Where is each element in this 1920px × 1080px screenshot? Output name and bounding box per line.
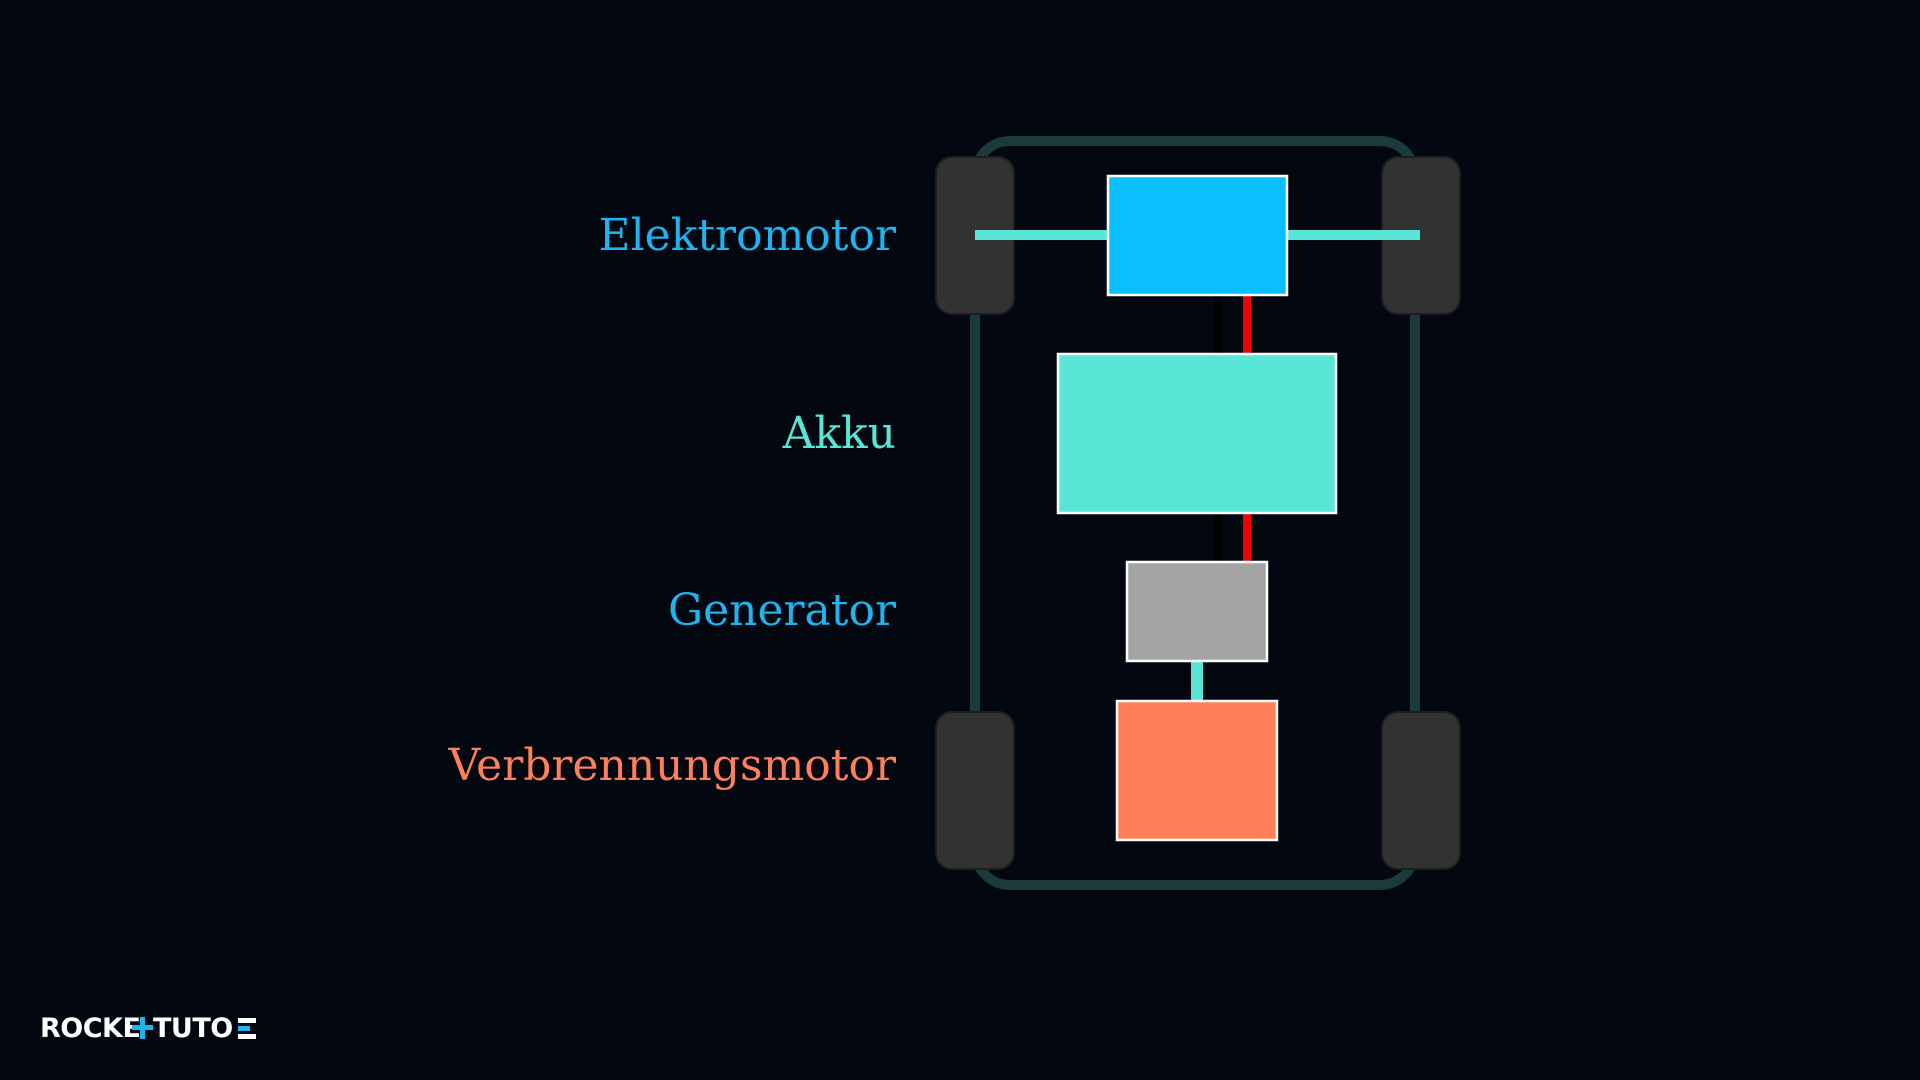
rocket-tutor-logo: ROCKE TUTO	[40, 1010, 280, 1044]
elektromotor-box	[1106, 174, 1289, 297]
arrow-r-icon	[238, 1018, 256, 1039]
elektromotor-label: Elektromotor	[598, 210, 896, 261]
logo-text-right: TUTO	[153, 1013, 233, 1044]
generator-label: Generator	[667, 585, 896, 636]
akku-box	[1056, 352, 1338, 515]
wheel-rear-right	[1381, 711, 1461, 870]
logo-text-left: ROCKE	[40, 1013, 140, 1044]
akku-label: Akku	[782, 408, 896, 459]
wheel-rear-left	[935, 711, 1015, 870]
chassis-frame	[970, 136, 1420, 890]
verbrennungsmotor-box	[1115, 699, 1279, 842]
generator-box	[1125, 560, 1269, 663]
plus-icon	[132, 1017, 153, 1039]
rocket-tutor-logo-mark: ROCKE TUTO	[40, 1013, 256, 1044]
verbrennungsmotor-label: Verbrennungsmotor	[448, 740, 896, 791]
